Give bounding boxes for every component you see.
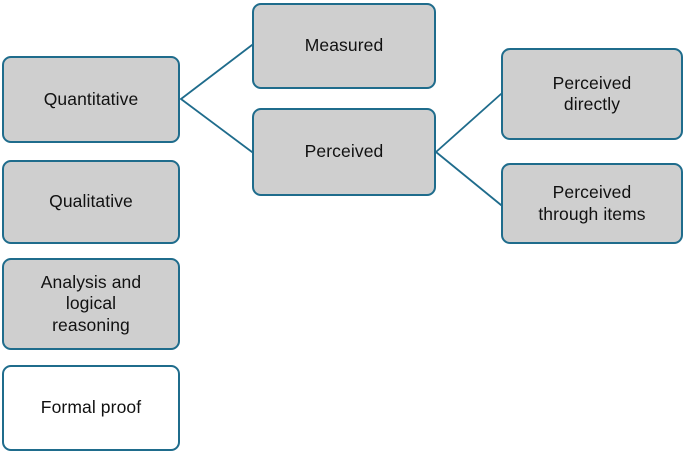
node-qualitative[interactable]: Qualitative [2,160,180,244]
connector-quantitative-to-perceived [180,98,253,153]
node-label-qualitative: Qualitative [49,191,133,212]
node-perceived-through-items[interactable]: Perceived through items [501,163,683,244]
connector-perceived-to-perceived-through-items [435,151,502,206]
node-perceived-directly[interactable]: Perceived directly [501,48,683,140]
node-measured[interactable]: Measured [252,3,436,89]
node-label-perceived-through-items: Perceived through items [538,182,646,224]
node-formal-proof[interactable]: Formal proof [2,365,180,451]
node-label-analysis-and-logical-reasoning: Analysis and logical reasoning [40,271,142,335]
node-label-measured: Measured [304,35,384,56]
node-label-formal-proof: Formal proof [40,397,142,418]
node-quantitative[interactable]: Quantitative [2,56,180,143]
connector-quantitative-to-measured [180,44,253,100]
node-perceived[interactable]: Perceived [252,108,436,196]
node-label-perceived-directly: Perceived directly [552,72,632,114]
node-analysis-and-logical-reasoning[interactable]: Analysis and logical reasoning [2,258,180,350]
node-label-quantitative: Quantitative [43,88,139,109]
connector-perceived-to-perceived-directly [435,93,502,153]
node-label-perceived: Perceived [304,141,384,162]
